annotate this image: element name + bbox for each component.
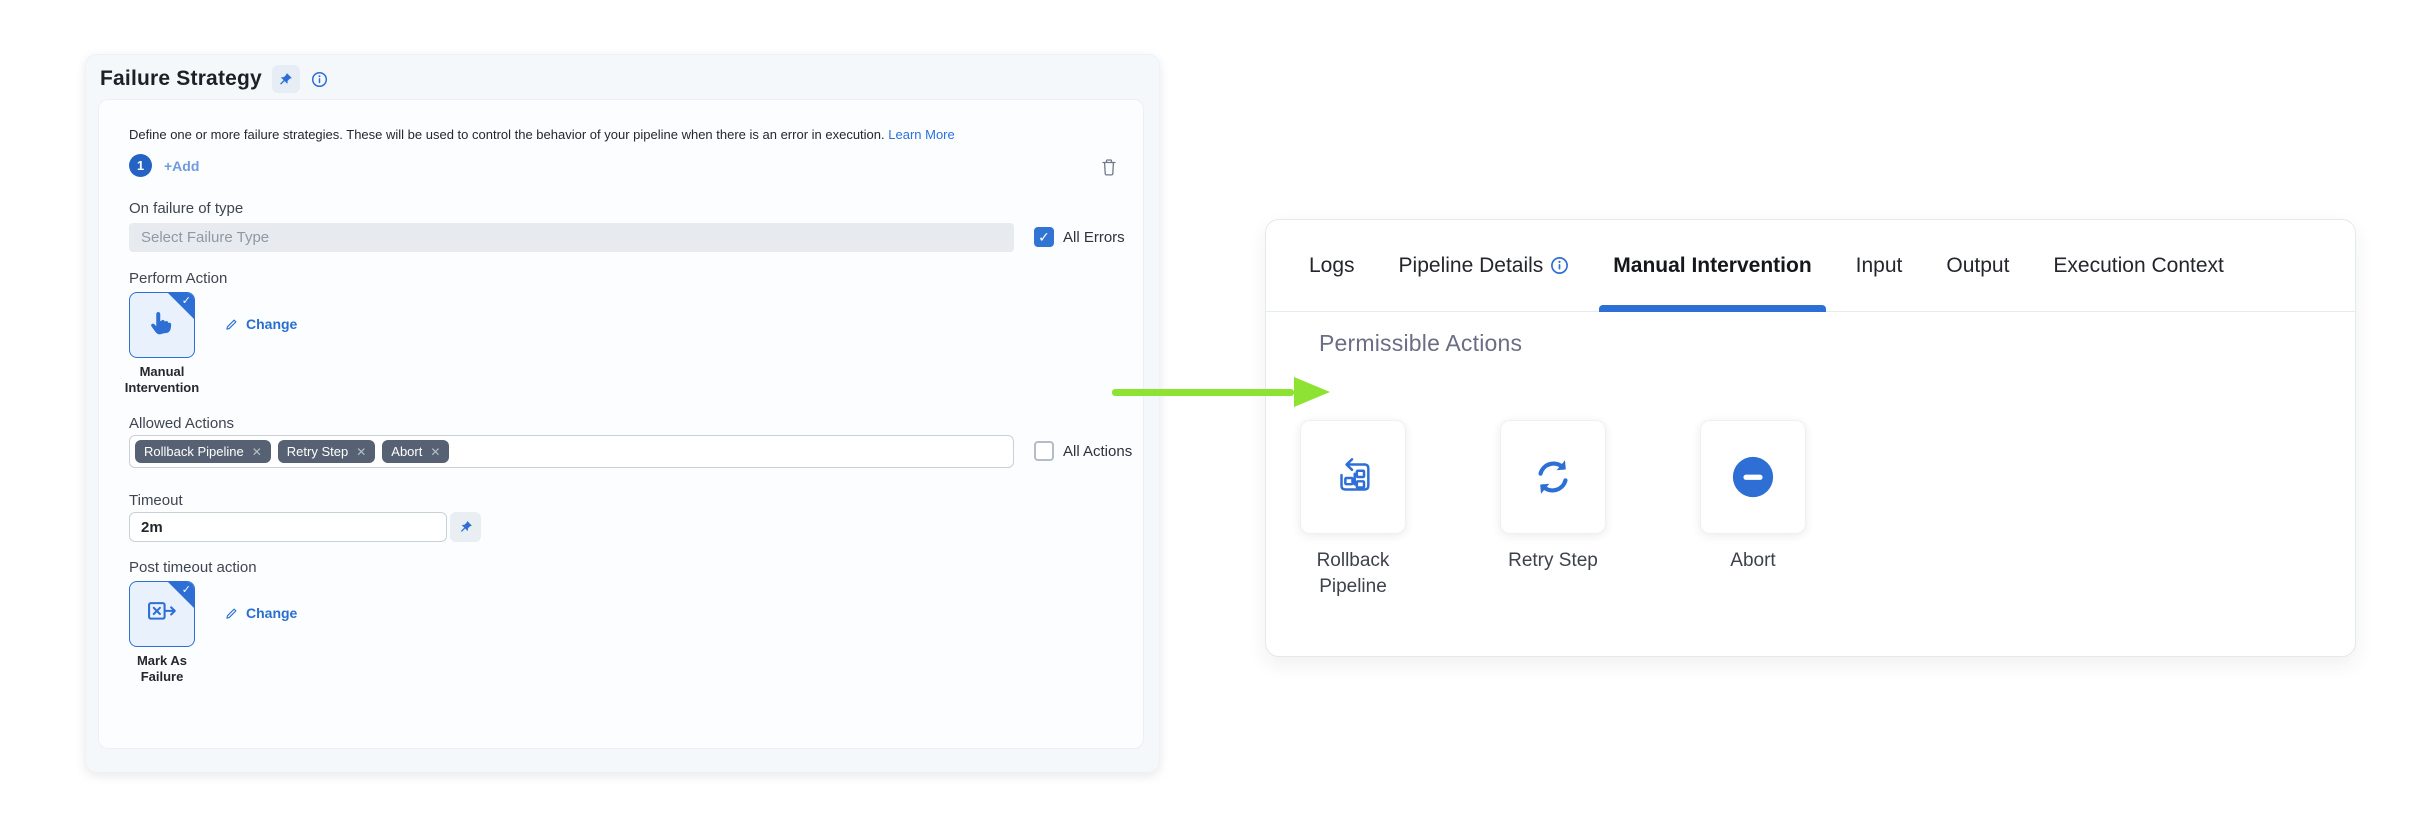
tab-input[interactable]: Input: [1856, 220, 1903, 311]
abort-button[interactable]: [1700, 420, 1806, 534]
abort-icon: [1732, 456, 1774, 498]
remove-tag-icon[interactable]: ✕: [430, 444, 441, 459]
all-actions-checkbox[interactable]: ✓: [1034, 441, 1054, 461]
tab-label: Manual Intervention: [1613, 253, 1812, 277]
tab-output[interactable]: Output: [1946, 220, 2009, 311]
timeout-input[interactable]: [129, 512, 447, 542]
tab-label: Pipeline Details: [1398, 253, 1544, 277]
mark-as-failure-icon: [146, 599, 178, 629]
tag-label: Retry Step: [286, 444, 349, 459]
action-label: Abort: [1730, 550, 1776, 571]
remove-tag-icon[interactable]: ✕: [251, 444, 262, 459]
pin-icon: [460, 521, 472, 532]
change-post-timeout-button[interactable]: Change: [225, 605, 297, 621]
tab-logs[interactable]: Logs: [1309, 220, 1355, 311]
link-arrow-line: [1112, 389, 1294, 396]
selected-corner: [168, 293, 194, 319]
all-actions-cluster: ✓ All Actions: [1034, 441, 1132, 461]
action-label: Retry Step: [1508, 550, 1598, 571]
post-timeout-tile[interactable]: ✓: [129, 581, 195, 647]
delete-strategy-button[interactable]: [1101, 158, 1117, 181]
tab-execution-context[interactable]: Execution Context: [2053, 220, 2223, 311]
failure-type-select[interactable]: [129, 223, 1014, 252]
tag-label: Abort: [391, 444, 423, 459]
link-arrow-head: [1294, 377, 1330, 407]
timeout-label: Timeout: [129, 492, 183, 509]
pin-icon: [280, 72, 293, 85]
change-perform-action-button[interactable]: Change: [225, 316, 297, 332]
failure-strategy-card: Failure Strategy Define one or more fail…: [85, 54, 1160, 773]
retry-step-icon: [1538, 460, 1568, 494]
execution-detail-panel: Logs Pipeline Details Manual Interventio…: [1265, 219, 2356, 657]
check-icon: ✓: [1038, 229, 1050, 245]
allowed-actions-input[interactable]: Rollback Pipeline ✕ Retry Step ✕ Abort ✕: [129, 435, 1014, 468]
strategy-step-row: 1 +Add: [129, 154, 199, 177]
manual-intervention-icon: [147, 308, 177, 343]
action-retry-step: Retry Step: [1500, 420, 1606, 600]
tag-rollback-pipeline[interactable]: Rollback Pipeline ✕: [135, 440, 271, 463]
trash-icon: [1102, 159, 1116, 176]
tab-label: Execution Context: [2053, 253, 2224, 277]
pencil-icon: [226, 319, 237, 330]
perform-action-caption: Manual Intervention: [124, 364, 200, 395]
pin-button[interactable]: [271, 65, 300, 93]
failure-strategy-title: Failure Strategy: [100, 67, 262, 90]
permissible-actions-heading: Permissible Actions: [1319, 330, 1523, 356]
tab-pipeline-details[interactable]: Pipeline Details: [1399, 220, 1570, 311]
info-icon: [1551, 257, 1569, 274]
failure-type-label: On failure of type: [129, 200, 244, 217]
failure-strategy-form: Define one or more failure strategies. T…: [98, 99, 1144, 749]
post-timeout-caption: Mark As Failure: [136, 653, 188, 684]
selected-check-icon: ✓: [181, 295, 191, 307]
tag-abort[interactable]: Abort ✕: [382, 440, 450, 463]
pencil-icon: [226, 608, 237, 619]
selected-corner: [168, 582, 194, 608]
timeout-group: [129, 512, 481, 542]
action-abort: Abort: [1700, 420, 1806, 600]
all-errors-label: All Errors: [1063, 228, 1125, 246]
retry-step-button[interactable]: [1500, 420, 1606, 534]
tab-manual-intervention[interactable]: Manual Intervention: [1599, 220, 1827, 312]
strategy-description: Define one or more failure strategies. T…: [129, 126, 1059, 143]
rollback-pipeline-button[interactable]: [1300, 420, 1406, 534]
perform-action-label: Perform Action: [129, 270, 228, 287]
info-icon[interactable]: [310, 69, 330, 89]
post-timeout-label: Post timeout action: [129, 559, 257, 576]
action-rollback-pipeline: Rollback Pipeline: [1300, 420, 1406, 600]
all-errors-cluster: ✓ All Errors: [1034, 227, 1125, 247]
selected-check-icon: ✓: [181, 584, 191, 596]
tag-retry-step[interactable]: Retry Step ✕: [277, 440, 376, 463]
strategy-step-badge[interactable]: 1: [129, 154, 152, 177]
timeout-pin-button[interactable]: [450, 512, 481, 542]
change-label: Change: [246, 605, 298, 621]
remove-tag-icon[interactable]: ✕: [356, 444, 367, 459]
permissible-actions-row: Rollback Pipeline Retry Step: [1300, 420, 1806, 600]
tag-label: Rollback Pipeline: [144, 444, 244, 459]
perform-action-tile[interactable]: ✓: [129, 292, 195, 358]
description-text: Define one or more failure strategies. T…: [129, 127, 889, 142]
action-label: Rollback Pipeline: [1316, 550, 1390, 597]
tab-label: Logs: [1309, 253, 1355, 277]
change-label: Change: [246, 316, 298, 332]
all-errors-checkbox[interactable]: ✓: [1034, 227, 1054, 247]
failure-strategy-header: Failure Strategy: [100, 65, 330, 93]
tab-label: Input: [1855, 253, 1903, 277]
tab-label: Output: [1946, 253, 2010, 277]
allowed-actions-label: Allowed Actions: [129, 415, 235, 432]
detail-tabs: Logs Pipeline Details Manual Interventio…: [1266, 220, 2355, 312]
all-actions-label: All Actions: [1063, 442, 1133, 460]
learn-more-link[interactable]: Learn More: [888, 127, 955, 142]
rollback-pipeline-icon: [1340, 458, 1370, 491]
add-strategy-button[interactable]: +Add: [164, 157, 200, 174]
